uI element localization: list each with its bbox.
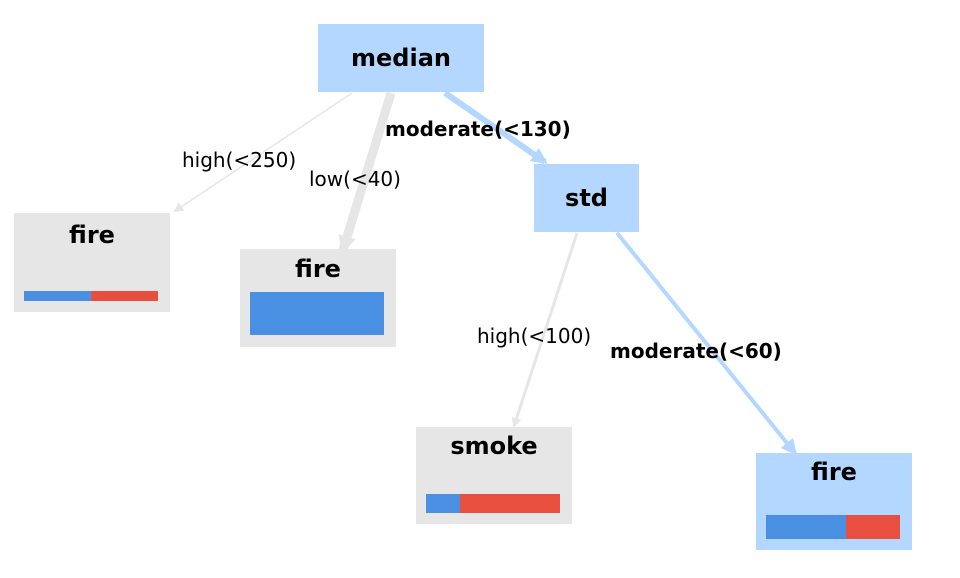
smoke-share-segment xyxy=(91,291,158,301)
node-title: std xyxy=(565,184,608,212)
class-distribution-bar xyxy=(766,515,900,539)
leaf-node-fire-high-250[interactable]: fire xyxy=(14,213,170,312)
smoke-share-segment xyxy=(846,515,900,539)
smoke-share-segment xyxy=(459,494,560,513)
leaf-node-fire-moderate-60[interactable]: fire xyxy=(756,453,912,550)
leaf-node-fire-low-40[interactable]: fire xyxy=(240,249,396,347)
node-std[interactable]: std xyxy=(534,164,639,232)
node-title: median xyxy=(351,44,451,72)
edge-moderate-130 xyxy=(443,90,548,165)
edge-label-high-250: high(<250) xyxy=(182,148,297,172)
node-title: smoke xyxy=(450,432,538,460)
leaf-node-smoke-high-100[interactable]: smoke xyxy=(416,427,572,524)
edge-moderate-60 xyxy=(615,231,797,456)
edge-label-moderate-60: moderate(<60) xyxy=(610,339,782,363)
class-distribution-bar xyxy=(24,291,158,301)
edge-high-100 xyxy=(511,232,579,428)
edge-low-40 xyxy=(338,91,396,254)
fire-share-segment xyxy=(426,494,460,513)
fire-share-segment xyxy=(766,515,847,539)
edge-label-low-40: low(<40) xyxy=(309,167,401,191)
fire-share-segment xyxy=(250,292,384,335)
node-title: fire xyxy=(69,221,115,249)
root-node-median[interactable]: median xyxy=(318,24,484,92)
class-distribution-bar xyxy=(250,292,384,335)
node-title: fire xyxy=(811,458,857,486)
node-title: fire xyxy=(295,255,341,283)
class-distribution-bar xyxy=(426,494,560,513)
edge-label-moderate-130: moderate(<130) xyxy=(385,117,571,141)
edge-label-high-100: high(<100) xyxy=(477,324,592,348)
fire-share-segment xyxy=(24,291,91,301)
edge-high-250 xyxy=(173,92,353,213)
